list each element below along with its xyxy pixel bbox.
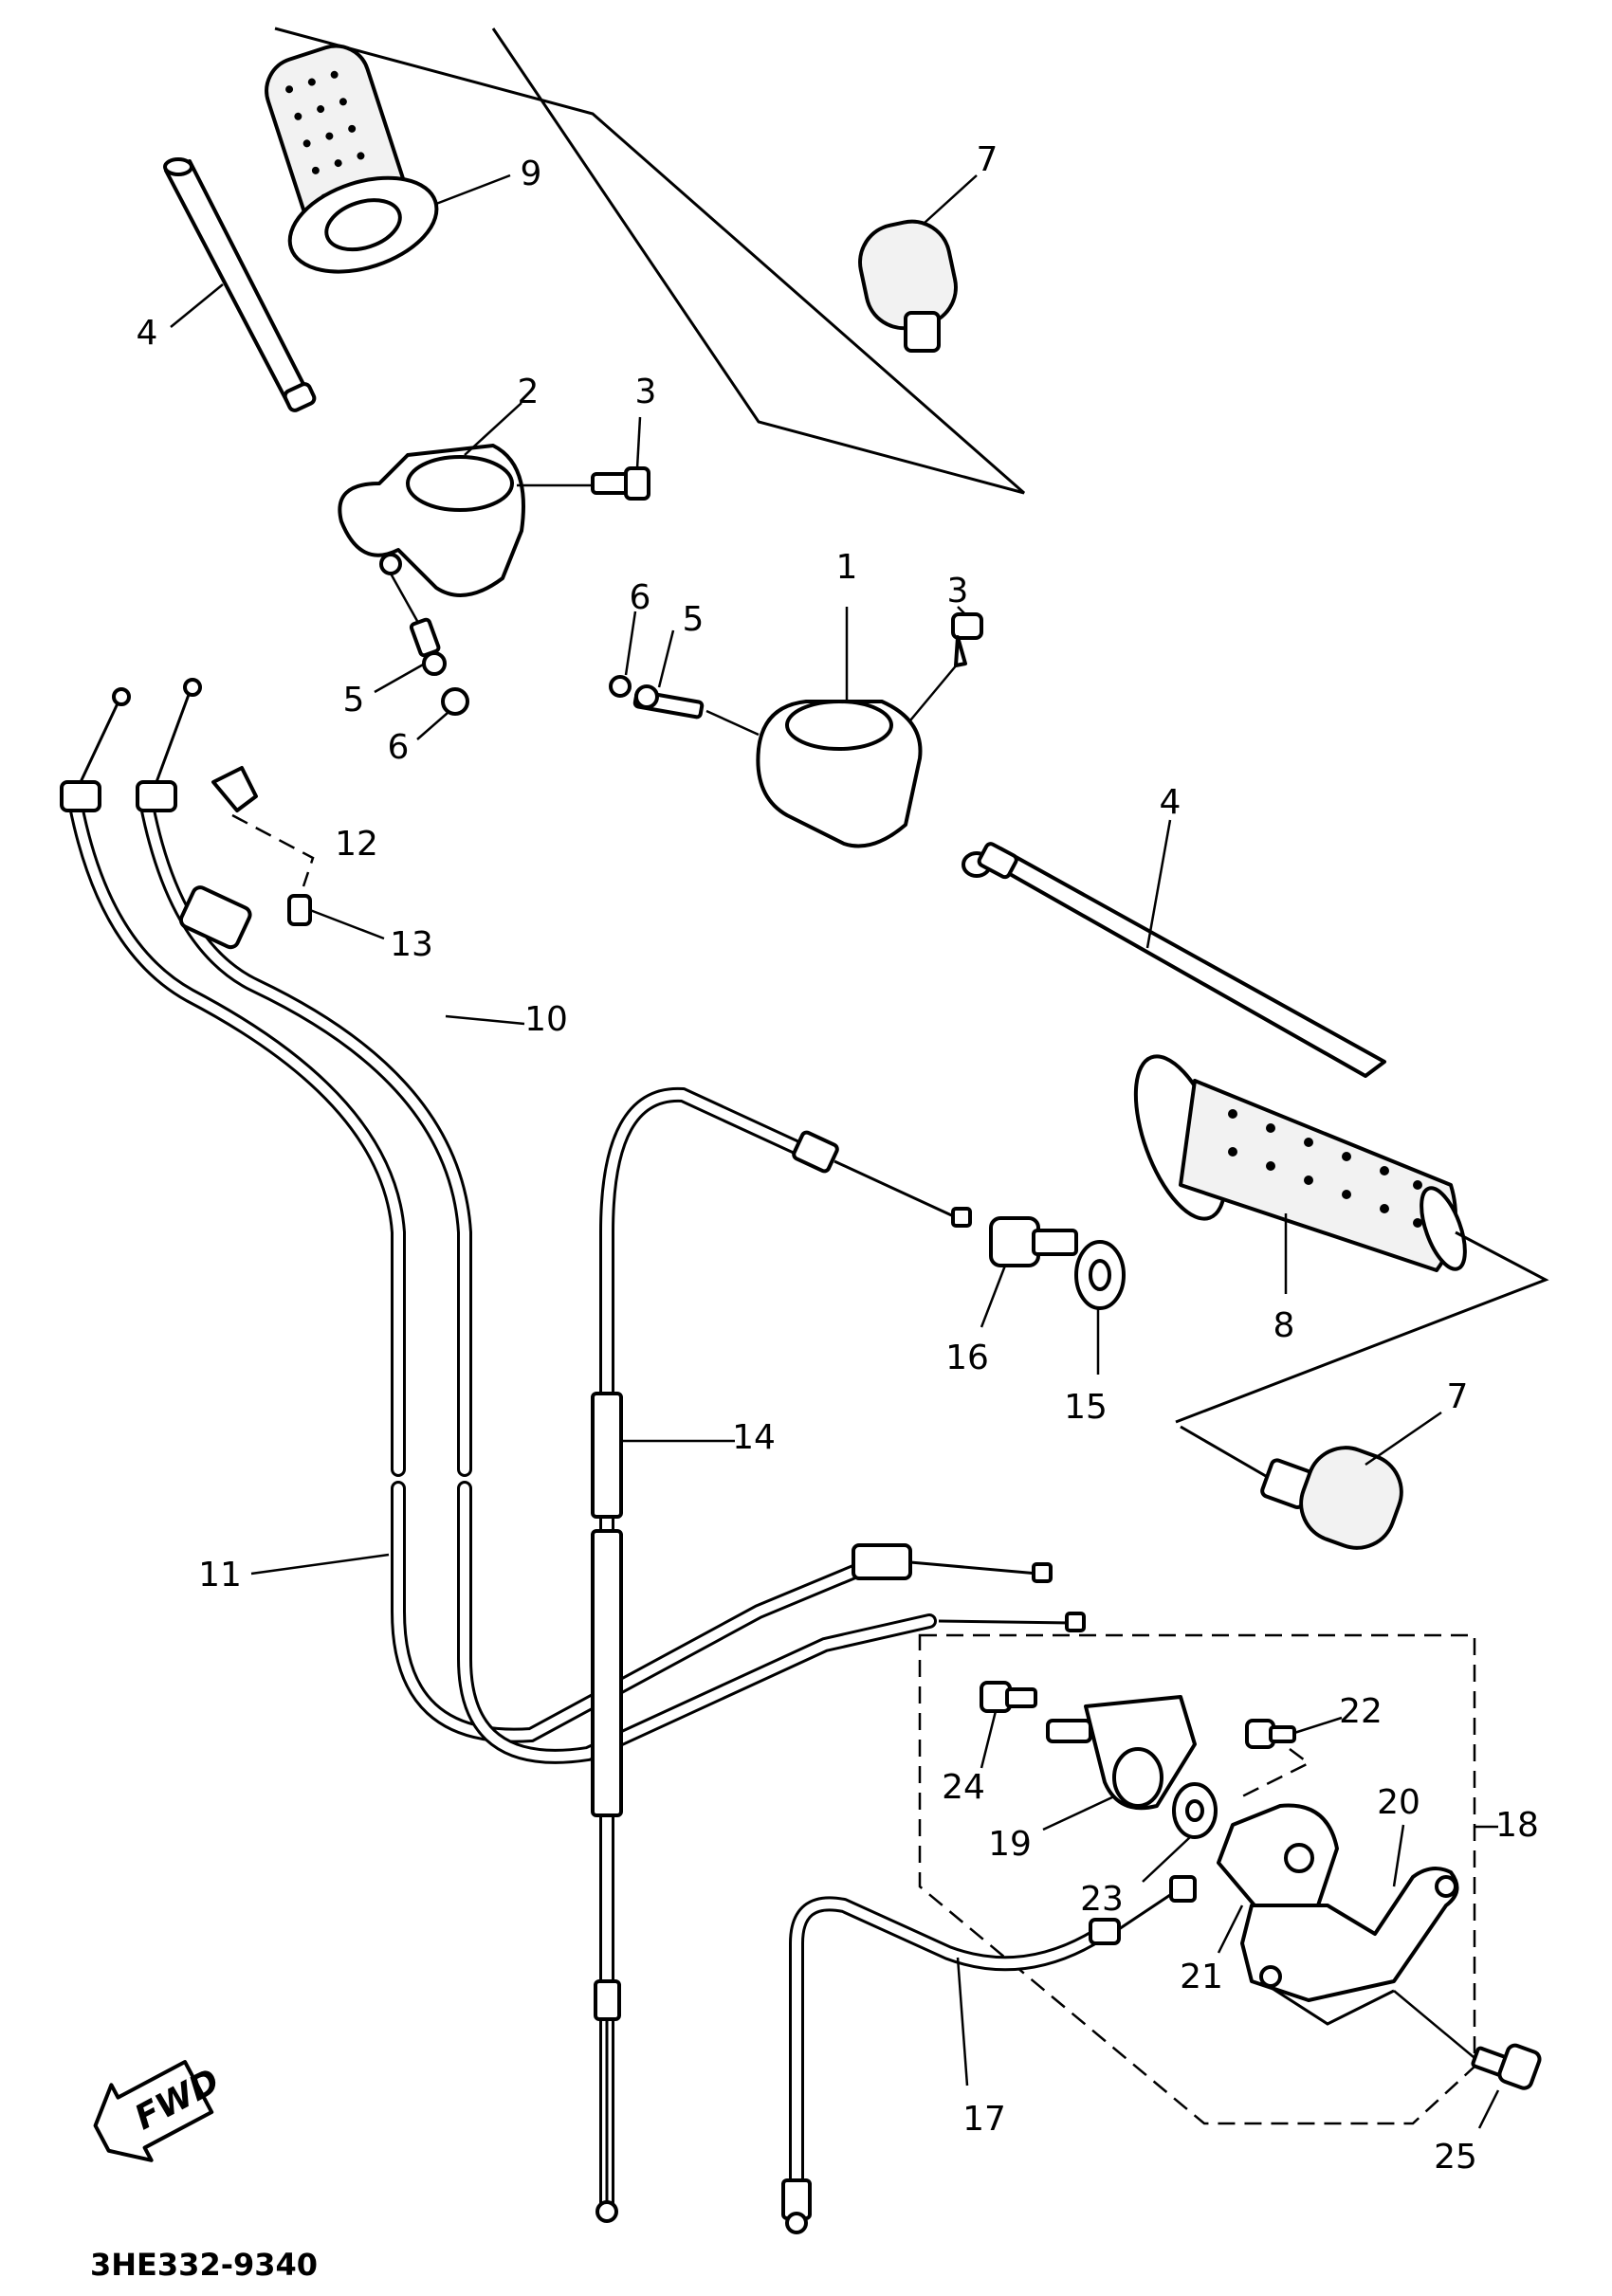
part-14-cable — [591, 1086, 972, 2223]
callout-15: 15 — [1064, 1388, 1108, 1427]
part-18-lever-assembly — [918, 1633, 1498, 2125]
part-10-11-throttle-cables — [60, 678, 1086, 1764]
part-25-bolt — [1471, 2043, 1542, 2129]
part-20-bracket-plate — [1240, 1824, 1480, 2063]
part-7-bar-end-top — [858, 174, 978, 353]
callout-23: 23 — [1080, 1880, 1124, 1919]
part-15-lock-nut — [1074, 1240, 1126, 1375]
callout-19: 19 — [988, 1825, 1032, 1864]
callout-3: 3 — [947, 572, 969, 610]
callout-6: 6 — [630, 578, 651, 617]
callout-5: 5 — [343, 681, 365, 720]
part-16-adjuster — [980, 1216, 1078, 1328]
callout-25: 25 — [1434, 2138, 1477, 2177]
part-21-bracket-block — [1217, 1803, 1339, 1954]
callout-22: 22 — [1339, 1692, 1383, 1731]
callout-18: 18 — [1495, 1806, 1539, 1845]
callout-16: 16 — [945, 1339, 989, 1377]
part-8-grip-right — [1133, 1054, 1549, 1424]
callout-5: 5 — [683, 600, 705, 639]
callout-4: 4 — [137, 314, 158, 353]
callout-21: 21 — [1180, 1958, 1223, 1996]
part-2-throttle-housing — [338, 402, 650, 740]
callout-17: 17 — [962, 2100, 1006, 2139]
part-19-lever — [1042, 1695, 1197, 1831]
callout-4: 4 — [1160, 783, 1182, 822]
part-code: 3HE332-9340 — [90, 2247, 318, 2283]
fwd-arrow-icon: FWD — [93, 2060, 226, 2162]
callout-7: 7 — [977, 140, 998, 179]
callout-13: 13 — [390, 925, 433, 964]
part-9-grip — [265, 27, 1025, 495]
part-23-washer — [1142, 1782, 1218, 1883]
part-7-bar-end-right — [1180, 1411, 1442, 1550]
part-17-cable — [781, 1875, 1197, 2234]
callout-10: 10 — [524, 1000, 568, 1039]
callout-24: 24 — [942, 1768, 985, 1807]
callout-11: 11 — [198, 1556, 242, 1594]
callout-2: 2 — [518, 373, 540, 411]
part-1-switch-housing — [609, 606, 983, 848]
callout-12: 12 — [335, 825, 378, 864]
callout-7: 7 — [1447, 1377, 1469, 1416]
callout-1: 1 — [836, 548, 858, 587]
part-12-cable-clip — [211, 766, 315, 887]
part-4-tube-right — [962, 819, 1386, 1078]
callout-14: 14 — [732, 1418, 776, 1457]
part-13-screw — [287, 894, 385, 940]
part-24-bolt — [980, 1681, 1037, 1769]
callout-3: 3 — [635, 373, 657, 411]
callout-8: 8 — [1273, 1306, 1295, 1345]
callout-20: 20 — [1377, 1783, 1420, 1822]
callout-6: 6 — [388, 728, 410, 767]
part-22-screw — [1241, 1716, 1343, 1798]
part-4-tube-left — [163, 157, 317, 412]
callout-9: 9 — [521, 155, 542, 193]
